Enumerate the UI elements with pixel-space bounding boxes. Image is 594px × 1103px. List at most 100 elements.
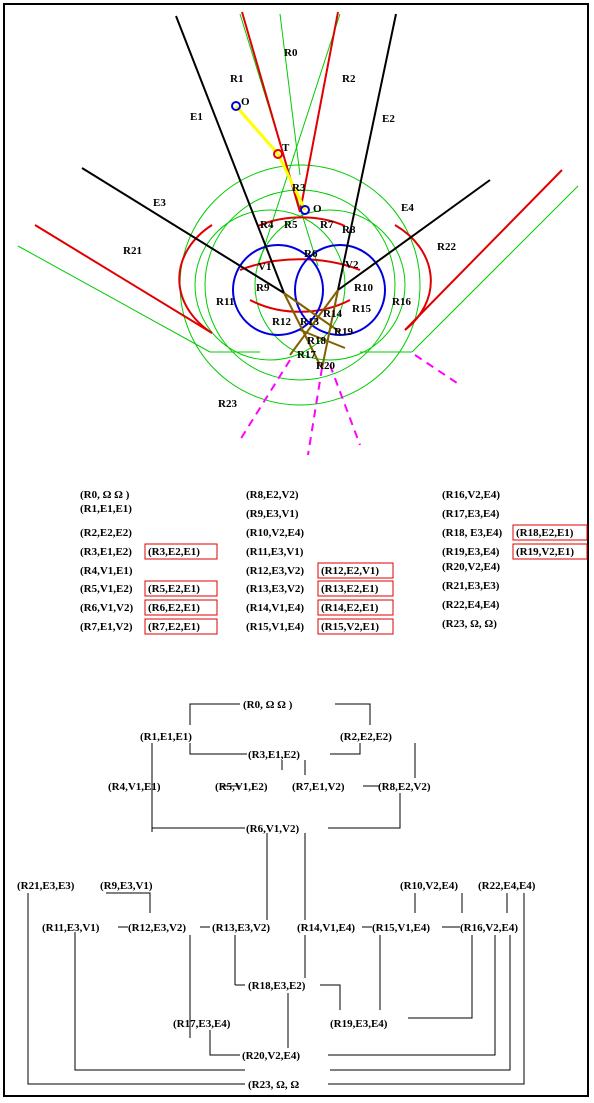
tree-node-r15: (R15,V1,E4) — [372, 922, 430, 934]
point-t — [273, 149, 283, 159]
label-E4: E4 — [401, 202, 414, 214]
label-R22: R22 — [437, 241, 456, 253]
label-E3: E3 — [153, 197, 166, 209]
label-R18: R18 — [307, 335, 326, 347]
label-R12: R12 — [272, 316, 291, 328]
blue-vertex-circles — [232, 244, 386, 336]
label-T: T — [282, 142, 290, 154]
highlight-box — [317, 580, 394, 597]
label-R1: R1 — [230, 73, 243, 85]
black-edges — [81, 13, 491, 294]
list-col2-item: (R9,E3,V1) — [246, 508, 299, 520]
label-E1: E1 — [190, 111, 203, 123]
point-o-bottom — [300, 205, 310, 215]
tree-node-r4: (R4,V1,E1) — [108, 781, 161, 793]
label-R19: R19 — [334, 326, 353, 338]
tree-node-r21: (R21,E3,E3) — [17, 880, 75, 892]
label-R6: R6 — [304, 248, 318, 260]
region-list: (R0, Ω Ω ) (R1,E1,E1) (R2,E2,E2) (R3,E1,… — [80, 489, 588, 635]
tree-node-r23: (R23, Ω, Ω — [248, 1079, 299, 1091]
list-col2-box: (R14,E2,E1) — [321, 602, 379, 614]
label-R13: R13 — [300, 316, 319, 328]
geometry-figure: R0 R1 R2 R3 R4 R5 R6 R7 R8 R9 R10 R11 R1… — [17, 11, 579, 456]
tree-node-r20: (R20,V2,E4) — [242, 1050, 300, 1062]
label-R21: R21 — [123, 245, 142, 257]
highlight-box — [317, 599, 394, 616]
label-R3: R3 — [292, 182, 306, 194]
list-col1-box: (R6,E2,E1) — [148, 602, 200, 614]
label-R5: R5 — [284, 219, 298, 231]
tree-node-r13: (R13,E3,V2) — [212, 922, 270, 934]
list-col3-box: (R18,E2,E1) — [516, 527, 574, 539]
list-col1-item: (R6,V1,V2) — [80, 602, 133, 614]
list-col2-box: (R15,V2,E1) — [321, 621, 379, 633]
label-V2: V2 — [345, 259, 359, 271]
list-col2-item: (R11,E3,V1) — [246, 546, 304, 558]
tree-node-r12: (R12,E3,V2) — [128, 922, 186, 934]
list-col3-item: (R22,E4,E4) — [442, 599, 500, 611]
tree-node-r8: (R8,E2,V2) — [378, 781, 431, 793]
list-col1-item: (R1,E1,E1) — [80, 503, 132, 515]
green-offset-lines — [17, 13, 579, 406]
label-R20: R20 — [316, 360, 335, 372]
tree-nodes: (R0, Ω Ω ) (R1,E1,E1) (R2,E2,E2) (R3,E1,… — [17, 699, 536, 1091]
tree-node-r14: (R14,V1,E4) — [297, 922, 355, 934]
list-col1-item: (R3,E1,E2) — [80, 546, 132, 558]
list-col2-item: (R10,V2,E4) — [246, 527, 304, 539]
label-R15: R15 — [352, 303, 371, 315]
list-col2-item: (R13,E3,V2) — [246, 583, 304, 595]
label-V1: V1 — [258, 261, 271, 273]
label-R9: R9 — [256, 282, 270, 294]
list-col1-item: (R2,E2,E2) — [80, 527, 132, 539]
label-R8: R8 — [342, 224, 356, 236]
tree-node-r7: (R7,E1,V2) — [292, 781, 345, 793]
tree-node-r22: (R22,E4,E4) — [478, 880, 536, 892]
label-R4: R4 — [260, 219, 274, 231]
label-R10: R10 — [354, 282, 373, 294]
list-col3-item: (R16,V2,E4) — [442, 489, 500, 501]
list-col1-item: (R5,V1,E2) — [80, 583, 133, 595]
tree-node-r16: (R16,V2,E4) — [460, 922, 518, 934]
list-col1-item: (R0, Ω Ω ) — [80, 489, 130, 501]
tree-node-r9: (R9,E3,V1) — [100, 880, 153, 892]
list-col1-box: (R5,E2,E1) — [148, 583, 200, 595]
diagram-frame — [3, 3, 589, 1097]
highlight-box — [144, 543, 218, 560]
list-col3-box: (R19,V2,E1) — [516, 546, 574, 558]
tree-node-r1: (R1,E1,E1) — [140, 731, 192, 743]
list-col3-item: (R21,E3,E3) — [442, 580, 500, 592]
list-col1-item: (R7,E1,V2) — [80, 621, 133, 633]
list-col3-item: (R17,E3,E4) — [442, 508, 500, 520]
list-col2-item: (R12,E3,V2) — [246, 565, 304, 577]
label-R17: R17 — [297, 349, 316, 361]
list-col1-box: (R3,E2,E1) — [148, 546, 200, 558]
label-R23: R23 — [218, 398, 237, 410]
yellow-path — [231, 101, 310, 215]
label-R14: R14 — [323, 308, 342, 320]
label-O-bottom: O — [313, 203, 322, 215]
list-col2-item: (R14,V1,E4) — [246, 602, 304, 614]
figure-labels: R0 R1 R2 R3 R4 R5 R6 R7 R8 R9 R10 R11 R1… — [123, 47, 456, 410]
highlight-box — [512, 524, 588, 541]
tree-node-r3: (R3,E1,E2) — [248, 749, 300, 761]
list-col1-item: (R4,V1,E1) — [80, 565, 133, 577]
tree-node-r18: (R18,E3,E2) — [248, 980, 306, 992]
list-col3-item: (R20,V2,E4) — [442, 561, 500, 573]
tree-node-r10: (R10,V2,E4) — [400, 880, 458, 892]
tree-node-r19: (R19,E3,E4) — [330, 1018, 388, 1030]
highlight-box — [144, 599, 218, 616]
label-E2: E2 — [382, 113, 395, 125]
highlight-box — [144, 580, 218, 597]
list-col1-box: (R7,E2,E1) — [148, 621, 200, 633]
list-col3-item: (R18, E3,E4) — [442, 527, 503, 539]
highlight-box — [144, 618, 218, 635]
point-o-top — [231, 101, 241, 111]
list-col2-box: (R13,E2,E1) — [321, 583, 379, 595]
highlight-box — [512, 543, 588, 560]
label-O-top: O — [241, 96, 250, 108]
list-col3-item: (R23, Ω, Ω) — [442, 618, 497, 630]
highlight-box — [317, 562, 394, 579]
tree-node-r2: (R2,E2,E2) — [340, 731, 392, 743]
highlight-box — [317, 618, 394, 635]
